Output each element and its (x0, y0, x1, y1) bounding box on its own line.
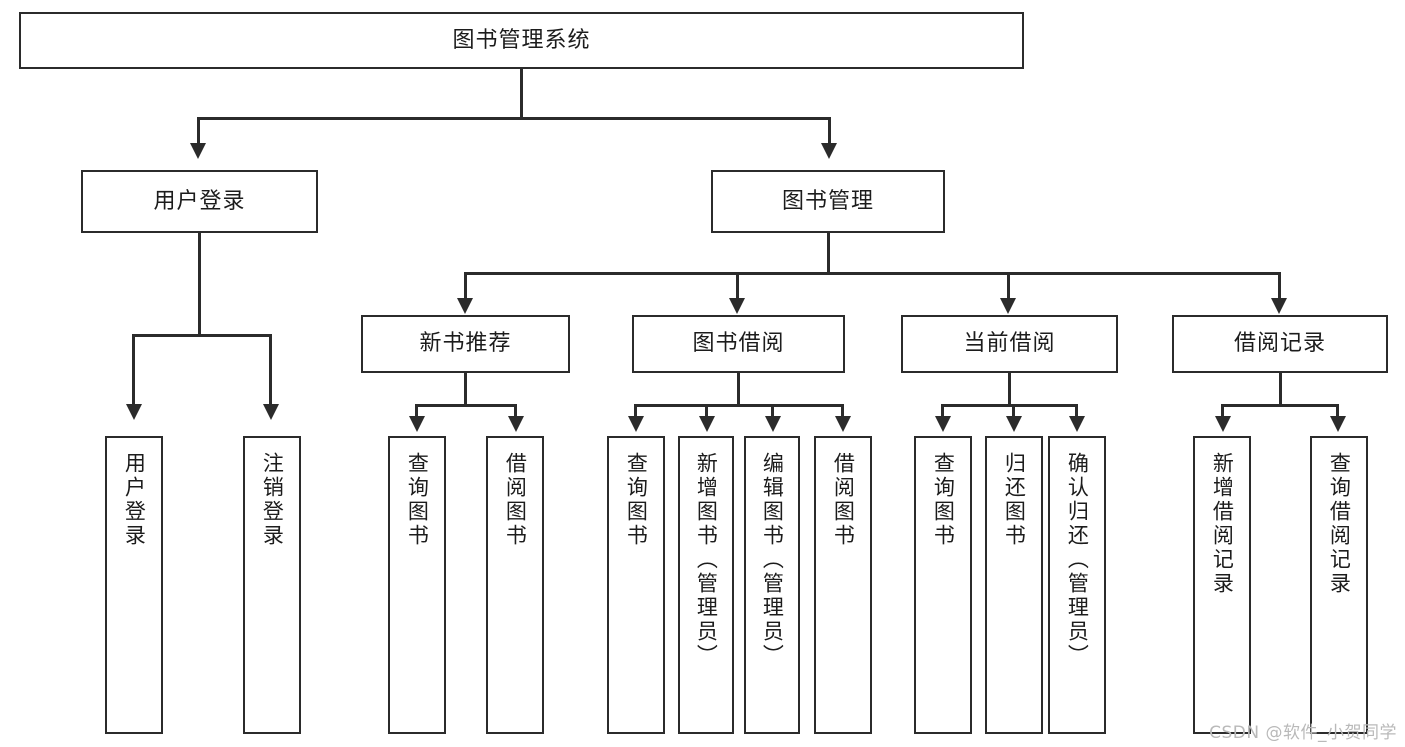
node-user-login[interactable]: 用户登录 (81, 170, 318, 233)
connector-book-borrow-stem (737, 373, 740, 407)
arrow-book-borrow-leaf-1 (628, 416, 644, 432)
node-label: 编辑图书（管理员） (760, 452, 785, 668)
node-label: 图书管理 (781, 188, 874, 214)
connector-borrow-record-stem (1279, 373, 1282, 407)
arrow-user-login-leaf-1 (126, 404, 142, 420)
connector-book-borrow-drop-1 (634, 404, 637, 418)
leaf-borrow-edit-book-admin[interactable]: 编辑图书（管理员） (744, 436, 800, 734)
arrow-root-to-book-manage (821, 143, 837, 159)
connector-root-to-book-manage (828, 117, 831, 145)
arrow-user-login-leaf-2 (263, 404, 279, 420)
connector-user-login-drop-2 (269, 334, 272, 406)
connector-root-stem (520, 69, 523, 119)
node-label: 注销登录 (260, 452, 285, 548)
connector-new-book-stem (464, 373, 467, 407)
leaf-user-login[interactable]: 用户登录 (105, 436, 163, 734)
connector-book-borrow-drop-4 (841, 404, 844, 418)
node-book-management[interactable]: 图书管理 (711, 170, 945, 233)
node-label: 查询图书 (624, 452, 649, 548)
connector-borrow-record-drop-2 (1336, 404, 1339, 418)
leaf-record-add-record[interactable]: 新增借阅记录 (1193, 436, 1251, 734)
connector-borrow-record-drop-1 (1221, 404, 1224, 418)
arrow-level3-book-borrow (729, 298, 745, 314)
node-label: 查询图书 (931, 452, 956, 548)
node-label: 归还图书 (1002, 452, 1027, 548)
connector-root-bus (197, 117, 831, 120)
node-new-book-recommend[interactable]: 新书推荐 (361, 315, 570, 373)
node-label: 新增图书（管理员） (694, 452, 719, 668)
arrow-book-borrow-leaf-3 (765, 416, 781, 432)
connector-level3-drop-3 (1007, 272, 1010, 300)
arrow-current-borrow-leaf-2 (1006, 416, 1022, 432)
connector-level3-drop-2 (736, 272, 739, 300)
connector-new-book-bus (415, 404, 517, 407)
connector-level3-drop-4 (1278, 272, 1281, 300)
arrow-level3-current-borrow (1000, 298, 1016, 314)
node-label: 借阅记录 (1233, 331, 1326, 357)
node-label: 用户登录 (122, 452, 147, 548)
leaf-borrow-add-book-admin[interactable]: 新增图书（管理员） (678, 436, 734, 734)
leaf-current-return-book[interactable]: 归还图书 (985, 436, 1043, 734)
connector-root-to-user-login (197, 117, 200, 145)
leaf-logout[interactable]: 注销登录 (243, 436, 301, 734)
connector-user-login-stem (198, 233, 201, 336)
leaf-recommend-borrow-book[interactable]: 借阅图书 (486, 436, 544, 734)
node-root-system[interactable]: 图书管理系统 (19, 12, 1024, 69)
node-label: 当前借阅 (963, 331, 1056, 357)
connector-user-login-bus (132, 334, 269, 337)
arrow-level3-new-book (457, 298, 473, 314)
leaf-record-search-record[interactable]: 查询借阅记录 (1310, 436, 1368, 734)
connector-user-login-drop-1 (132, 334, 135, 406)
leaf-borrow-search-book[interactable]: 查询图书 (607, 436, 665, 734)
connector-current-borrow-bus (941, 404, 1078, 407)
connector-level3-drop-1 (464, 272, 467, 300)
node-label: 新书推荐 (419, 331, 512, 357)
connector-current-borrow-drop-3 (1075, 404, 1078, 418)
connector-current-borrow-drop-1 (941, 404, 944, 418)
leaf-current-confirm-return-admin[interactable]: 确认归还（管理员） (1048, 436, 1106, 734)
node-label: 借阅图书 (503, 452, 528, 548)
arrow-book-borrow-leaf-4 (835, 416, 851, 432)
node-label: 借阅图书 (831, 452, 856, 548)
node-label: 图书管理系统 (452, 27, 591, 53)
arrow-root-to-user-login (190, 143, 206, 159)
node-label: 新增借阅记录 (1210, 452, 1235, 596)
node-label: 图书借阅 (692, 331, 785, 357)
connector-book-borrow-bus (634, 404, 844, 407)
node-book-borrow[interactable]: 图书借阅 (632, 315, 845, 373)
node-label: 查询借阅记录 (1327, 452, 1352, 596)
connector-book-manage-stem (827, 233, 830, 274)
arrow-new-book-leaf-1 (409, 416, 425, 432)
arrow-current-borrow-leaf-3 (1069, 416, 1085, 432)
leaf-current-search-book[interactable]: 查询图书 (914, 436, 972, 734)
connector-book-borrow-drop-2 (705, 404, 708, 418)
connector-current-borrow-drop-2 (1012, 404, 1015, 418)
arrow-borrow-record-leaf-1 (1215, 416, 1231, 432)
leaf-recommend-search-book[interactable]: 查询图书 (388, 436, 446, 734)
connector-new-book-drop-2 (514, 404, 517, 418)
arrow-level3-borrow-record (1271, 298, 1287, 314)
node-label: 查询图书 (405, 452, 430, 548)
connector-borrow-record-bus (1221, 404, 1339, 407)
node-borrow-record[interactable]: 借阅记录 (1172, 315, 1388, 373)
connector-level3-bus (464, 272, 1280, 275)
connector-current-borrow-stem (1008, 373, 1011, 407)
leaf-borrow-borrow-book[interactable]: 借阅图书 (814, 436, 872, 734)
connector-book-borrow-drop-3 (771, 404, 774, 418)
arrow-new-book-leaf-2 (508, 416, 524, 432)
arrow-borrow-record-leaf-2 (1330, 416, 1346, 432)
node-current-borrow[interactable]: 当前借阅 (901, 315, 1118, 373)
connector-new-book-drop-1 (415, 404, 418, 418)
node-label: 用户登录 (153, 188, 246, 214)
arrow-book-borrow-leaf-2 (699, 416, 715, 432)
node-label: 确认归还（管理员） (1065, 452, 1090, 668)
arrow-current-borrow-leaf-1 (935, 416, 951, 432)
